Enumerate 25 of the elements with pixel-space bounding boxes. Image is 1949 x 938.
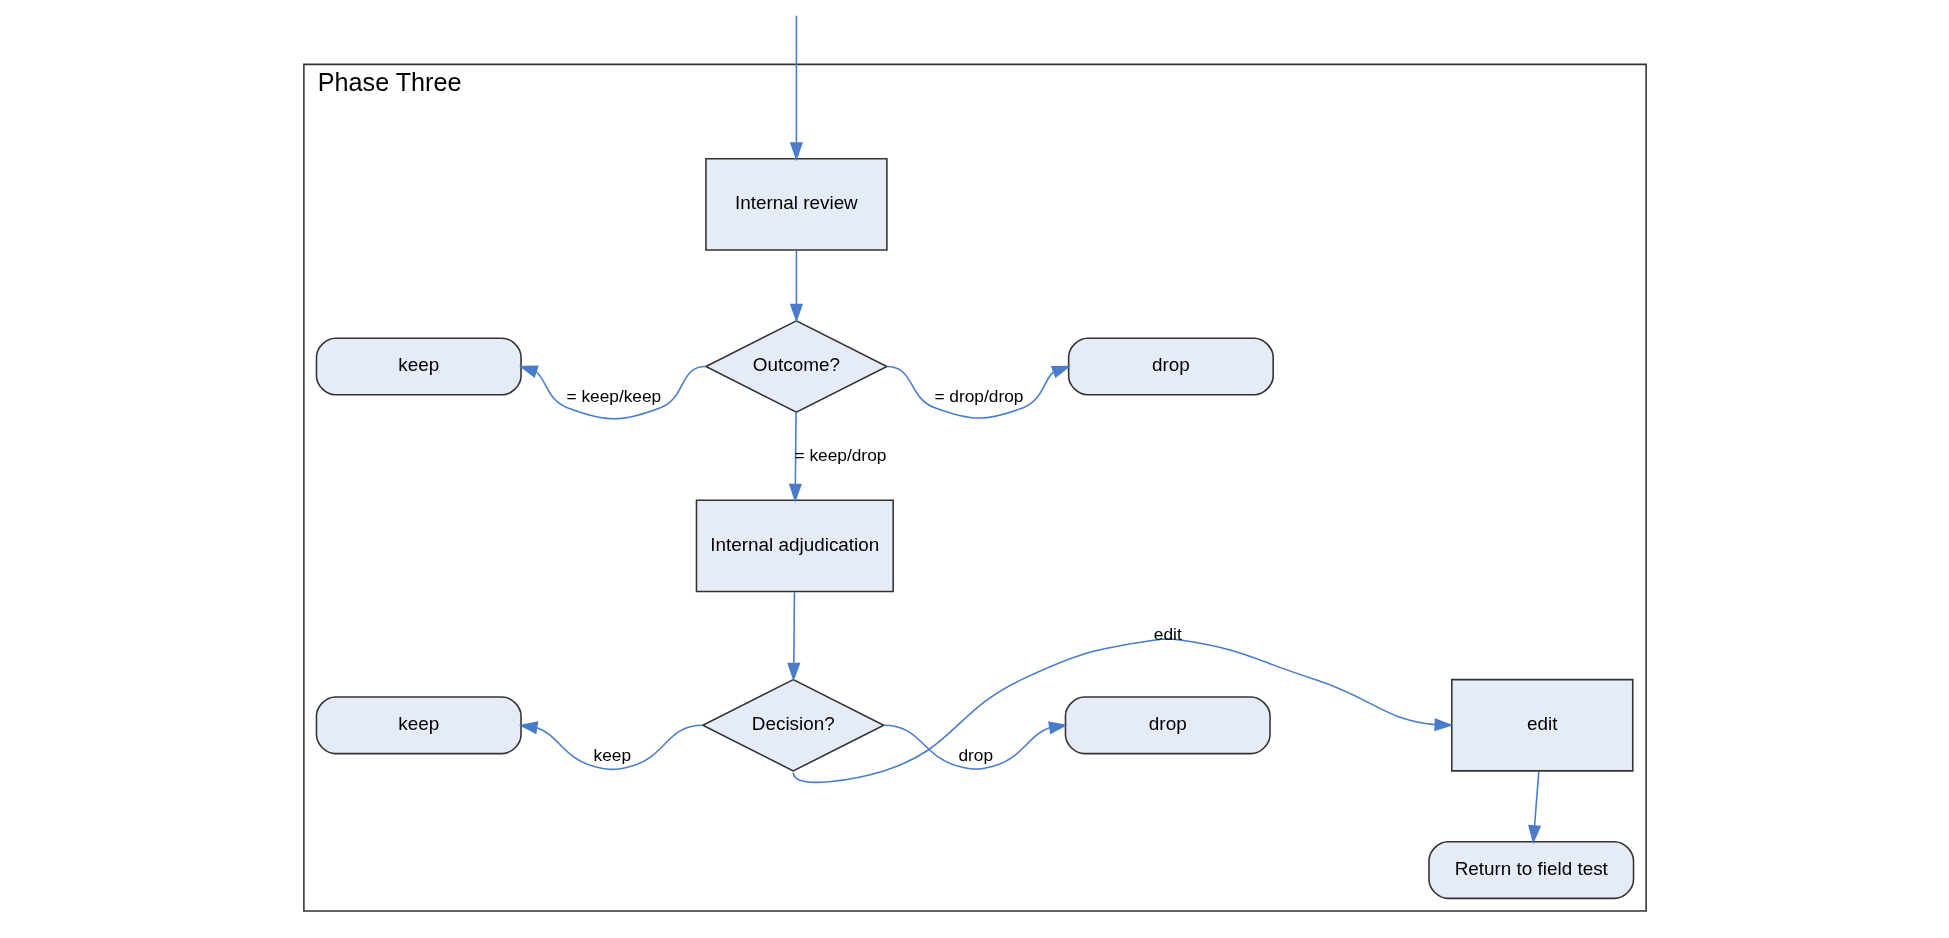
node-box: keep (315, 337, 522, 396)
arrow (789, 14, 803, 162)
node-diamond: Decision? (700, 678, 885, 772)
node-box: edit (1450, 678, 1634, 772)
arrow (788, 411, 802, 503)
arrow (882, 721, 1068, 770)
edge-label: edit (1153, 623, 1182, 644)
arrow (789, 249, 803, 323)
edge-label: drop (957, 745, 993, 766)
arrow (1527, 770, 1541, 845)
edge-label: = keep/keep (566, 386, 661, 407)
arrow (885, 365, 1071, 419)
edge-label: keep (593, 745, 631, 766)
arrow (786, 591, 800, 682)
node-box: keep (315, 696, 522, 755)
node-box: drop (1067, 337, 1274, 396)
node-box: Internal review (704, 158, 888, 251)
arrow (518, 365, 707, 420)
node-box: Return to field test (1427, 840, 1634, 900)
arrow (518, 721, 704, 771)
edge-label: = drop/drop (933, 386, 1023, 407)
node-box: Internal adjudication (695, 499, 894, 593)
arrow (791, 638, 1453, 784)
node-box: drop (1064, 696, 1271, 755)
node-diamond: Outcome? (703, 320, 889, 413)
